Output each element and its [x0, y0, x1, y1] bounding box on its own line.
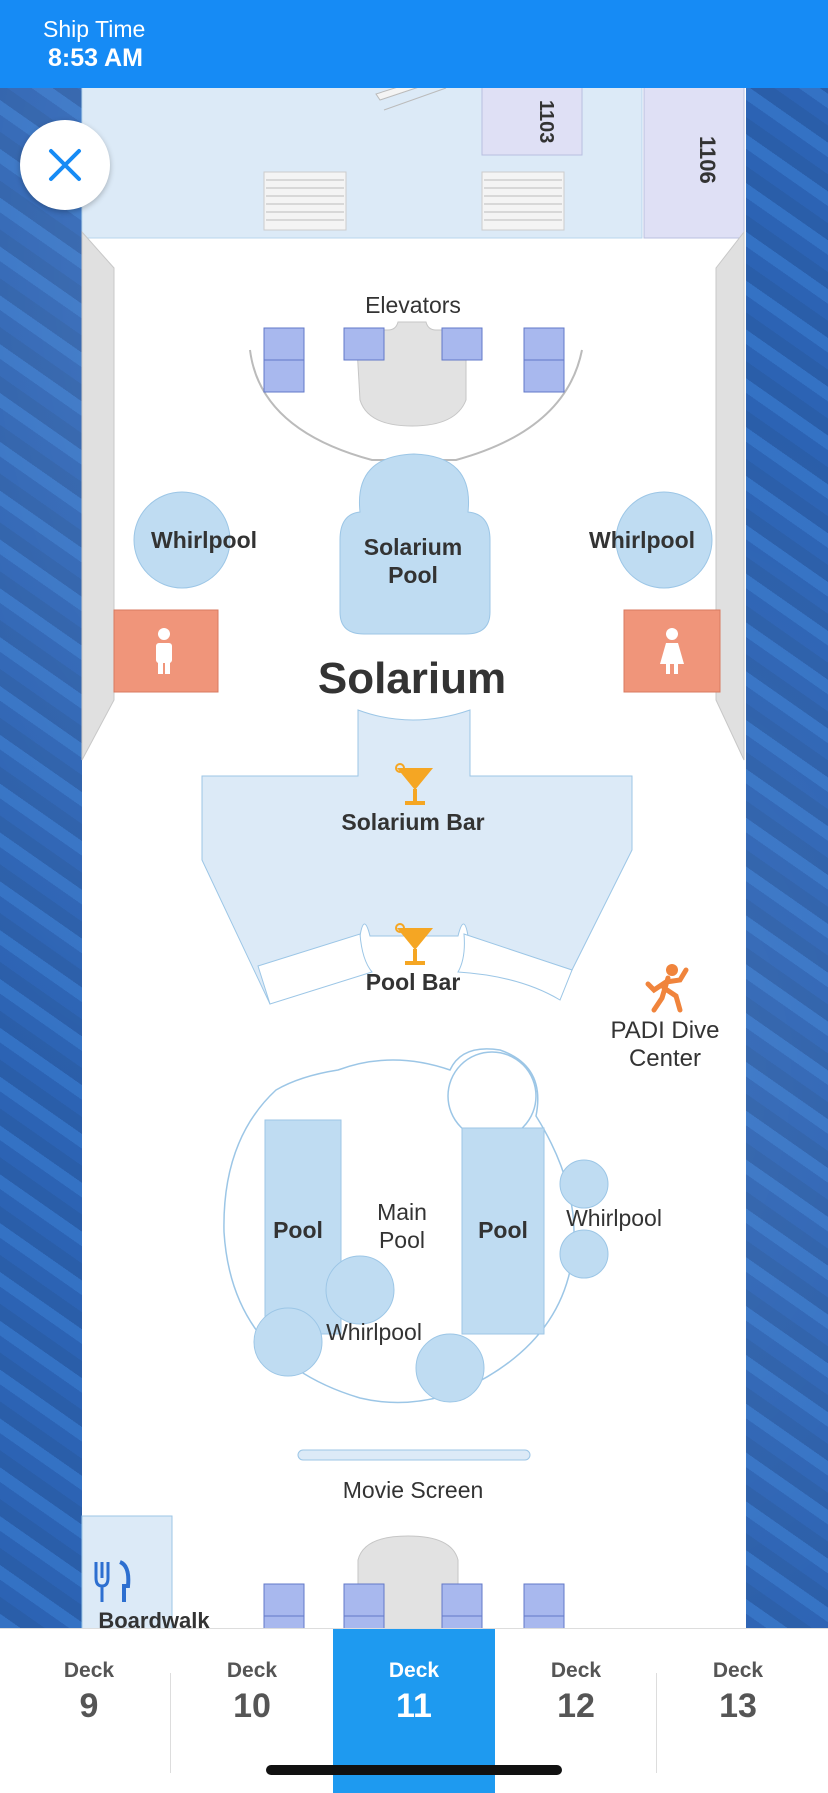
wall-left [81, 230, 115, 761]
pool-bar-counter-right [457, 933, 573, 1001]
boardwalk-label: Boardwalk [98, 1608, 210, 1630]
solarium-bar-label: Solarium Bar [341, 809, 484, 835]
close-button[interactable] [20, 120, 110, 210]
whirlpool-side-label: Whirlpool [566, 1205, 662, 1231]
padi-label-2: Center [629, 1045, 701, 1072]
movie-screen[interactable] [297, 1449, 531, 1461]
fork-knife-icon [94, 1560, 131, 1602]
wall-right [715, 230, 745, 761]
pool-bar-label: Pool Bar [366, 969, 461, 995]
tab-deck-13-number: 13 [719, 1687, 757, 1725]
solarium-pool-label-2: Pool [388, 562, 438, 588]
main-pool-label-1: Main [377, 1199, 427, 1225]
cabin-1106-label: 1106 [695, 136, 720, 184]
tab-deck-10-label: Deck [226, 1659, 278, 1682]
whirlpool-main-left[interactable] [253, 1307, 323, 1377]
solarium-bar-area[interactable] [201, 709, 633, 1005]
whirlpool-side-bottom[interactable] [559, 1229, 609, 1279]
elevators-bottom[interactable] [263, 1583, 565, 1630]
cocktail-icon-solarium [395, 763, 433, 805]
man-icon [156, 628, 172, 674]
elevators-label: Elevators [365, 292, 461, 318]
solarium-pool-label-1: Solarium [364, 534, 462, 560]
restroom-men[interactable] [113, 609, 219, 693]
cabin-1103-label: 1103 [535, 100, 557, 143]
tab-deck-9-number: 9 [79, 1687, 99, 1725]
elevator-right-inner[interactable] [441, 327, 483, 361]
movie-screen-label: Movie Screen [343, 1477, 484, 1503]
tab-divider [656, 1673, 657, 1773]
ship-time-label: Ship Time [43, 16, 146, 42]
pool-bar-counter-left [257, 933, 373, 1005]
tab-deck-10-number: 10 [233, 1687, 271, 1725]
close-icon [49, 149, 81, 181]
whirlpool-main-label: Whirlpool [326, 1319, 422, 1345]
dive-center-icon [645, 964, 689, 1013]
whirlpool-main-bottom[interactable] [415, 1333, 485, 1403]
elevator-right-outer[interactable] [523, 327, 565, 393]
pool-right[interactable] [461, 1127, 545, 1335]
whirlpool-main-center[interactable] [325, 1255, 395, 1325]
ship-time-value: 8:53 AM [48, 44, 143, 72]
tab-deck-13-label: Deck [712, 1659, 764, 1682]
home-indicator[interactable] [266, 1765, 562, 1775]
tab-deck-10[interactable]: Deck 10 [171, 1629, 333, 1793]
tab-divider [170, 1673, 171, 1773]
cabin-1106[interactable] [643, 79, 745, 239]
whirlpool-right-label: Whirlpool [589, 527, 695, 553]
elevator-left-inner[interactable] [343, 327, 385, 361]
whirlpool-left[interactable] [133, 491, 231, 589]
stairs-left [263, 171, 347, 231]
woman-icon [660, 628, 684, 674]
tab-deck-12[interactable]: Deck 12 [495, 1629, 657, 1793]
tab-deck-9[interactable]: Deck 9 [8, 1629, 170, 1793]
cabin-1103[interactable] [481, 79, 583, 156]
elevator-left-outer[interactable] [263, 327, 305, 393]
cocktail-icon-pool-bar [395, 923, 433, 965]
solarium-title: Solarium [318, 654, 506, 703]
tab-deck-9-label: Deck [63, 1659, 115, 1682]
tab-deck-13[interactable]: Deck 13 [657, 1629, 819, 1793]
tab-deck-11-number: 11 [396, 1687, 432, 1725]
whirlpool-right[interactable] [615, 491, 713, 589]
tab-deck-12-number: 12 [557, 1687, 595, 1725]
restroom-women[interactable] [623, 609, 721, 693]
deck-map[interactable]: 1103 1106 Elevators Whirlpool Whirlpool … [0, 0, 828, 1630]
main-pool-lobe [447, 1051, 537, 1141]
main-pool-label-2: Pool [379, 1227, 425, 1253]
top-bar: Ship Time 8:53 AM [0, 0, 828, 88]
whirlpool-left-label: Whirlpool [151, 527, 257, 553]
whirlpool-side-top[interactable] [559, 1159, 609, 1209]
tab-deck-11-label: Deck [388, 1659, 440, 1682]
pool-right-label: Pool [478, 1217, 528, 1243]
padi-label-1: PADI Dive [611, 1017, 720, 1044]
pool-left-label: Pool [273, 1217, 323, 1243]
tab-deck-12-label: Deck [550, 1659, 602, 1682]
stairs-right [481, 171, 565, 231]
solarium-pool[interactable] [339, 453, 491, 635]
